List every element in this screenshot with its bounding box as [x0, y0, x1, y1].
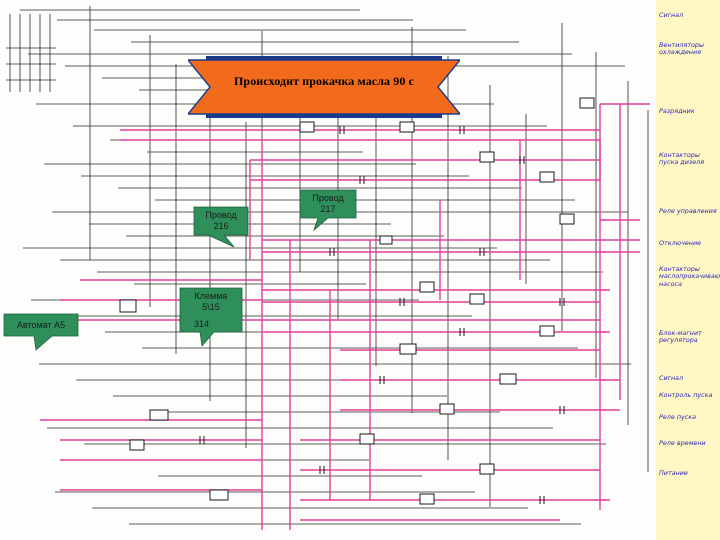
callout-terminal-text: Клемма 5\15 — [194, 291, 228, 312]
banner-text: Происходит прокачка масла 90 с — [234, 74, 414, 88]
callout-breaker: Автомат А5 — [3, 313, 79, 351]
legend-item-signal: Сигнал — [659, 11, 684, 19]
legend-item-time-relay: Реле времени — [659, 439, 706, 447]
legend-item-block-magnet: Блок-магнит регулятора — [659, 329, 702, 345]
legend-item-start-relay: Реле пуска — [659, 413, 697, 421]
callout-wire-217: Провод 217 — [299, 189, 357, 232]
legend-item-signal-2: Сигнал — [659, 374, 684, 382]
legend-item-start-control: Контроль пуска — [659, 391, 713, 399]
callout-wire-216: Провод 216 — [193, 206, 249, 248]
status-banner: Происходит прокачка масла 90 с — [188, 56, 460, 118]
callout-terminal-number: 314 — [194, 319, 210, 329]
callout-wire-216-text: Провод 216 — [205, 210, 237, 231]
legend-item-fans: Вентиляторы охлаждения — [659, 41, 705, 57]
callout-breaker-text: Автомат А5 — [16, 320, 66, 330]
legend-panel: Сигнал Вентиляторы охлаждения Разрядник … — [656, 0, 720, 540]
callout-wire-217-text: Провод 217 — [312, 193, 344, 214]
legend-item-control-relay: Реле управления — [659, 207, 717, 215]
legend-item-disconnect: Отключение — [659, 239, 702, 247]
callout-terminal: Клемма 5\15 314 — [179, 287, 243, 347]
legend-item-power: Питание — [659, 469, 688, 477]
legend-item-arrester: Разрядник — [659, 107, 695, 115]
legend-item-start-contactors: Контакторы пуска дизеля — [659, 151, 705, 167]
legend-item-pump-contactors: Контакторы маслопрокачивающего насоса — [659, 265, 720, 288]
